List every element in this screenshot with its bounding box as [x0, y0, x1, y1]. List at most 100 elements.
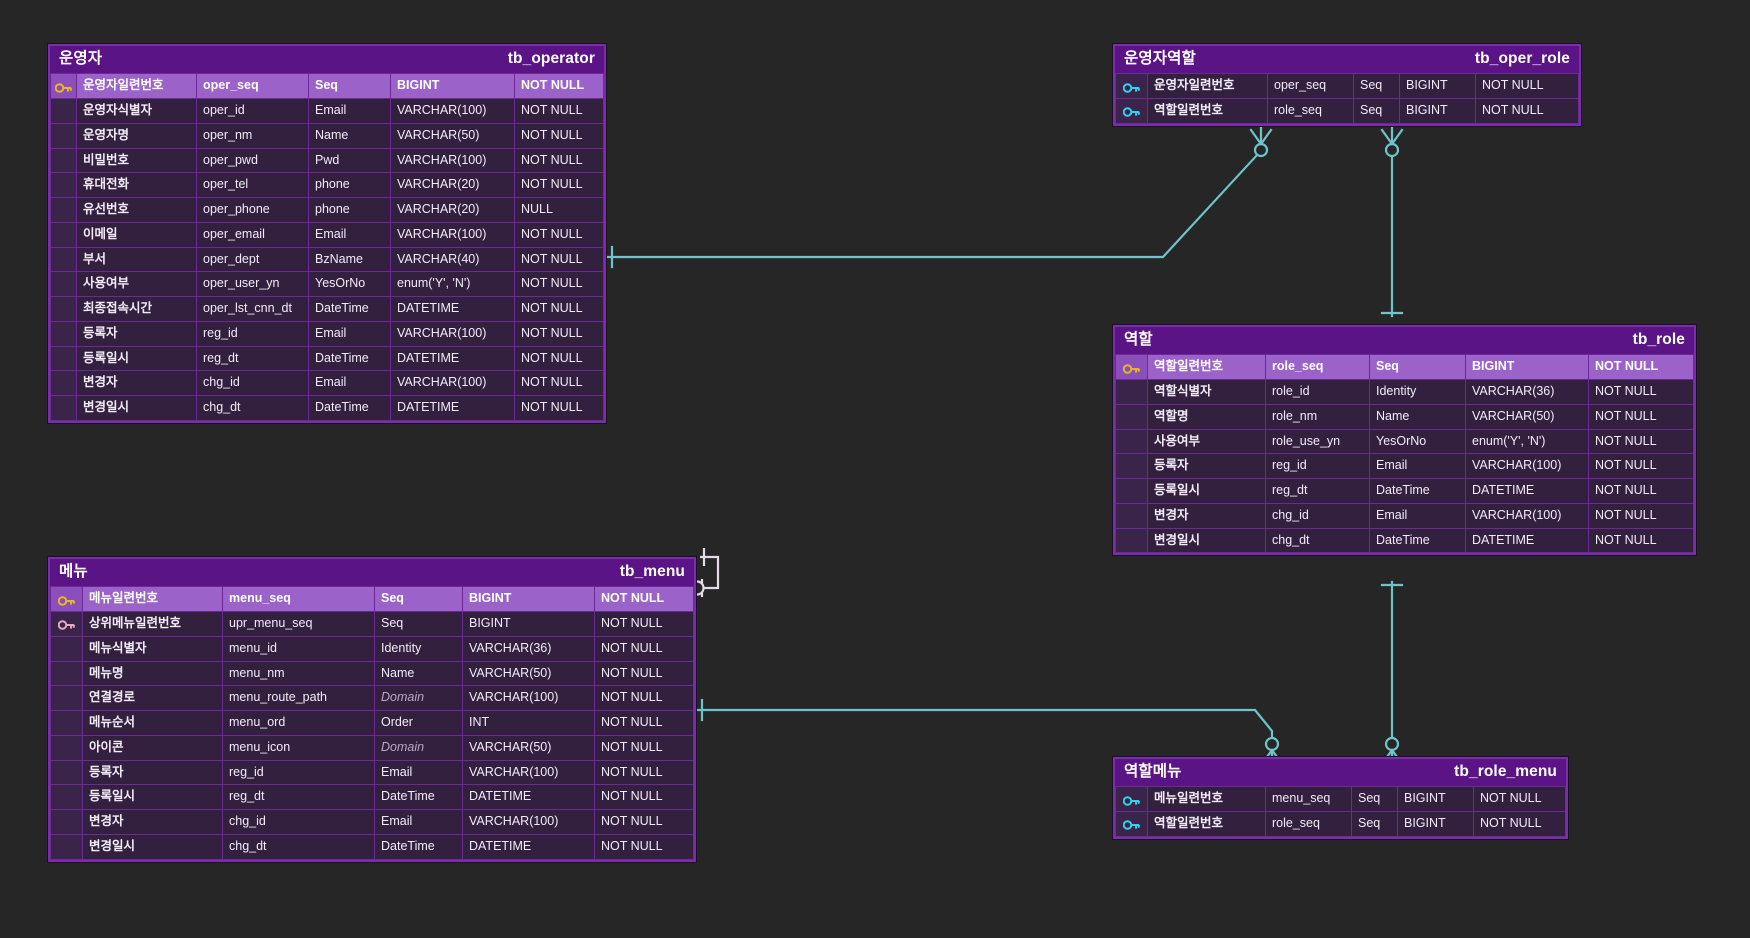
key-cell	[50, 296, 77, 322]
attribute-nullability: NOT NULL	[1588, 502, 1694, 529]
key-cell	[50, 635, 83, 662]
attribute-datatype: VARCHAR(100)	[1465, 502, 1589, 529]
attribute-nullability: NOT NULL	[1588, 527, 1694, 554]
attribute-domain: Email	[374, 759, 463, 786]
attribute-physical-name: reg_dt	[196, 345, 309, 372]
entity-logical-name: 역할	[1124, 331, 1153, 348]
attribute-domain: Identity	[374, 635, 463, 662]
attribute-nullability: NOT NULL	[594, 685, 694, 712]
attribute-nullability: NOT NULL	[594, 586, 694, 613]
attribute-nullability: NOT NULL	[514, 345, 604, 372]
key-cell	[1115, 502, 1148, 529]
attribute-logical-name: 상위메뉴일련번호	[82, 611, 223, 637]
key-icon-gold	[1122, 362, 1141, 374]
key-cell	[50, 586, 83, 613]
attribute-nullability: NOT NULL	[1473, 786, 1566, 813]
attribute-domain: Identity	[1369, 379, 1466, 405]
attribute-domain: phone	[308, 172, 391, 199]
attribute-logical-name: 사용여부	[1147, 428, 1266, 455]
entity-physical-name: tb_role_menu	[1454, 763, 1557, 780]
attribute-physical-name: oper_pwd	[196, 147, 309, 174]
attribute-datatype: enum('Y', 'N')	[390, 271, 515, 298]
attribute-datatype: VARCHAR(36)	[462, 635, 595, 662]
attribute-datatype: VARCHAR(100)	[390, 320, 515, 347]
attribute-datatype: VARCHAR(100)	[390, 221, 515, 248]
attribute-physical-name: oper_tel	[196, 172, 309, 199]
attribute-logical-name: 부서	[76, 246, 197, 273]
attribute-datatype: DATETIME	[462, 833, 595, 860]
key-icon-pink	[57, 618, 76, 631]
attribute-nullability: NOT NULL	[1588, 453, 1694, 480]
attribute-datatype: DATETIME	[390, 395, 515, 421]
key-icon-gold	[57, 594, 76, 606]
attribute-logical-name: 운영자일련번호	[1147, 73, 1268, 100]
attribute-logical-name: 변경일시	[1147, 527, 1266, 554]
key-cell	[50, 197, 77, 223]
attribute-domain: DateTime	[1369, 527, 1466, 554]
attribute-logical-name: 아이콘	[82, 734, 223, 761]
key-cell	[1115, 403, 1148, 430]
attribute-physical-name: menu_seq	[1265, 786, 1352, 813]
attribute-logical-name: 변경자	[1147, 502, 1266, 529]
key-cell	[50, 759, 83, 786]
attribute-logical-name: 이메일	[76, 221, 197, 248]
attribute-physical-name: chg_dt	[222, 833, 375, 860]
attribute-nullability: NOT NULL	[514, 73, 604, 100]
key-cell	[50, 685, 83, 712]
attribute-nullability: NULL	[514, 197, 604, 223]
attribute-logical-name: 사용여부	[76, 271, 197, 298]
key-cell	[50, 395, 77, 421]
key-cell	[50, 73, 77, 100]
attribute-nullability: NOT NULL	[594, 710, 694, 736]
